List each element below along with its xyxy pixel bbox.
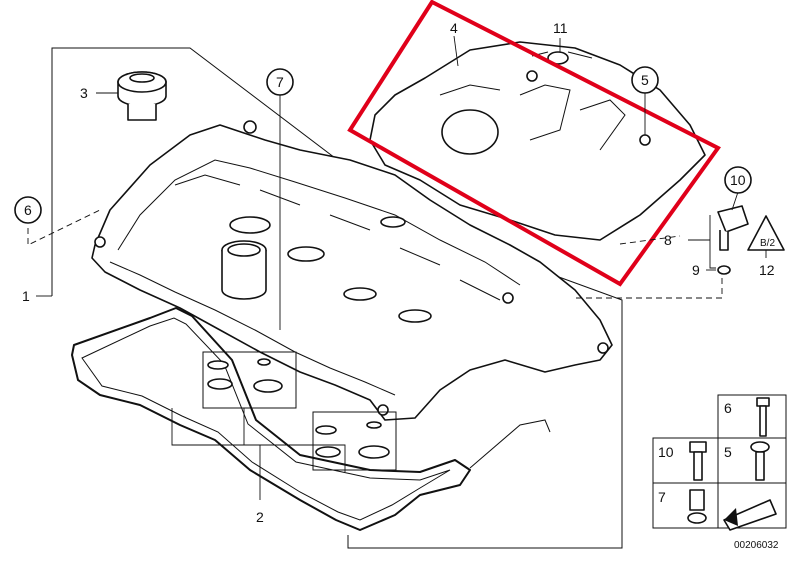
sensor-dash <box>619 235 681 245</box>
label-3: 3 <box>80 85 88 101</box>
leader-6 <box>27 209 101 246</box>
seal-ring <box>358 445 390 459</box>
sensor-seal <box>717 265 731 275</box>
callout-circle-5 <box>631 66 659 94</box>
bolt-7-base <box>687 512 707 524</box>
highlight-frame <box>347 0 721 287</box>
bolt-hole <box>94 236 106 248</box>
leader-8 <box>688 215 716 269</box>
engine-cover-ribs <box>439 84 626 151</box>
valve-cover <box>91 124 613 421</box>
bolt-6-shank <box>759 405 767 437</box>
emblem <box>547 51 569 65</box>
seal-ring <box>253 379 283 393</box>
bolt-5-shank <box>755 451 765 481</box>
callout-circle-6 <box>14 196 42 224</box>
direction-arrow-head <box>724 508 738 526</box>
label-5: 5 <box>641 72 649 88</box>
port-large-inner <box>227 243 261 257</box>
spark-port-4 <box>380 216 406 228</box>
seal-ring <box>207 378 233 390</box>
seal-ring-small <box>366 421 382 429</box>
legend-cell <box>717 482 787 529</box>
label-6: 6 <box>24 202 32 218</box>
bolt-hole <box>502 292 514 304</box>
reference-number: 00206032 <box>734 540 779 551</box>
bolt-6-head <box>756 397 770 407</box>
seal-ring <box>315 446 341 458</box>
gasket-wire <box>469 419 551 469</box>
spark-port-3 <box>398 309 432 323</box>
legend-label-5: 5 <box>724 444 732 460</box>
leader-2 <box>171 408 346 500</box>
gasket-inner <box>81 317 451 521</box>
hardware-legend: 6 10 5 7 <box>652 394 787 531</box>
label-12: 12 <box>759 262 775 278</box>
bolt-hole <box>377 404 389 416</box>
label-7: 7 <box>276 74 284 90</box>
seal-ring-small <box>257 358 271 366</box>
label-2: 2 <box>256 509 264 525</box>
leader-4 <box>453 35 459 67</box>
callout-circle-10 <box>724 166 752 194</box>
bolt-hole <box>597 342 609 354</box>
seal-ring <box>315 425 337 435</box>
valve-cover-ridge <box>109 159 521 396</box>
legend-label-7: 7 <box>658 489 666 505</box>
label-9: 9 <box>692 262 700 278</box>
breather-fitting <box>243 120 257 134</box>
sensor-body <box>717 205 749 233</box>
leader-10 <box>731 191 739 211</box>
sensor-tip <box>719 230 729 251</box>
bolt-10-shank <box>693 451 703 481</box>
gasket <box>71 307 471 531</box>
label-4: 4 <box>450 20 458 36</box>
callout-circle-7 <box>266 68 294 96</box>
port-large-body <box>221 250 267 300</box>
oil-cap-logo <box>129 73 155 83</box>
engine-cover-recess <box>441 109 499 155</box>
seal-ring <box>207 360 229 370</box>
oil-cap-base <box>127 104 157 121</box>
label-8: 8 <box>664 232 672 248</box>
spark-port-2 <box>343 287 377 301</box>
bolt-5-head <box>750 441 770 453</box>
legend-label-10: 10 <box>658 444 674 460</box>
sensor-dash-2 <box>572 278 723 299</box>
sensor-badge-text: B/2 <box>760 238 775 249</box>
label-11: 11 <box>553 20 568 36</box>
seal-group-right <box>312 411 397 471</box>
bolt-7-stud <box>689 489 705 511</box>
label-1: 1 <box>22 288 30 304</box>
bolt-10-head <box>689 441 707 453</box>
port-upper <box>229 216 271 234</box>
legend-label-6: 6 <box>724 400 732 416</box>
seal-group-left <box>202 351 297 409</box>
spark-port-1 <box>287 246 325 262</box>
cover-bolt-hole <box>526 70 538 82</box>
cover-bolt-hole <box>639 134 651 146</box>
label-10: 10 <box>730 172 746 188</box>
